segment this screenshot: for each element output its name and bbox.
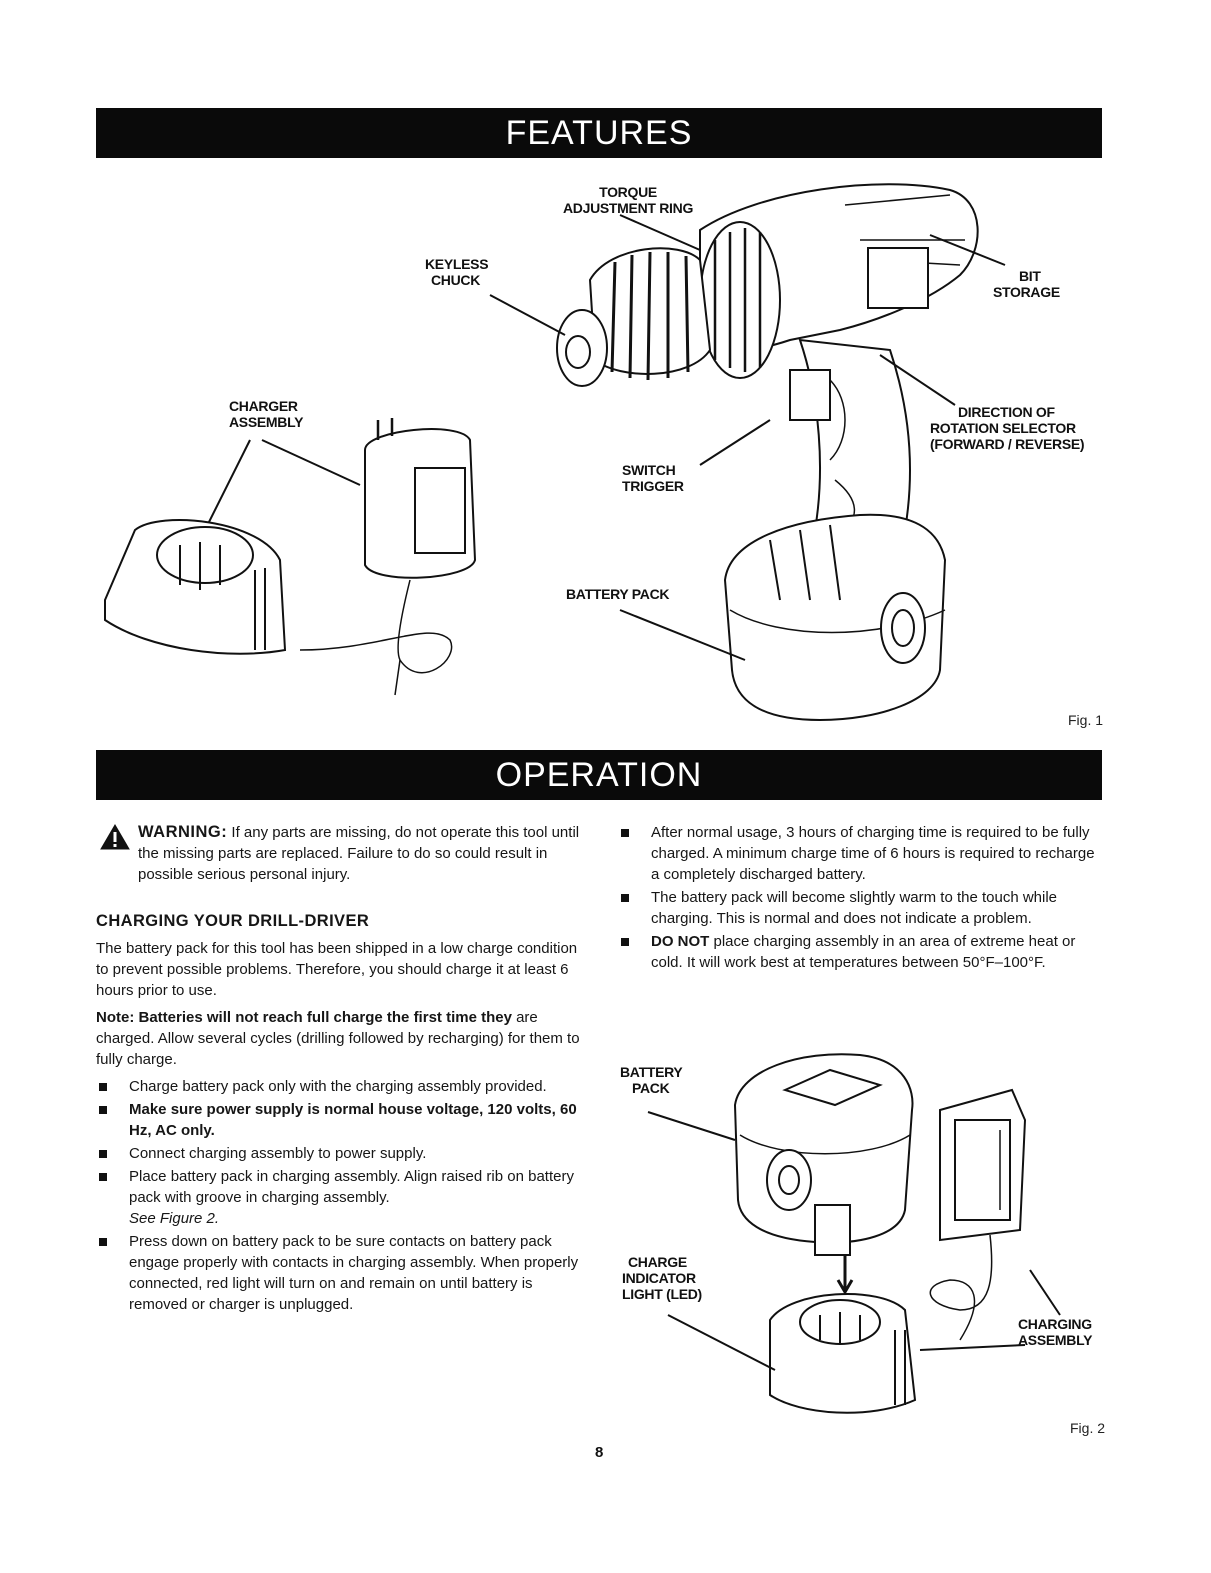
square-bullet-icon (99, 1083, 107, 1091)
list-item: The battery pack will become slightly wa… (618, 887, 1103, 929)
drill-illustration (0, 0, 1211, 760)
list-item: Charge battery pack only with the chargi… (96, 1076, 586, 1097)
right-bullet-list: After normal usage, 3 hours of charging … (618, 822, 1103, 973)
label-direction-selector: DIRECTION OF ROTATION SELECTOR (FORWARD … (930, 404, 1085, 452)
list-item: Make sure power supply is normal house v… (96, 1099, 586, 1141)
page-number: 8 (595, 1444, 604, 1461)
list-item: Connect charging assembly to power suppl… (96, 1143, 586, 1164)
operation-banner: OPERATION (96, 750, 1102, 800)
label-battery-pack: BATTERY PACK (566, 586, 670, 602)
square-bullet-icon (99, 1173, 107, 1181)
section-title: CHARGING YOUR DRILL-DRIVER (96, 912, 370, 930)
warning-block: WARNING: If any parts are missing, do no… (96, 822, 586, 885)
square-bullet-icon (99, 1238, 107, 1246)
right-column: After normal usage, 3 hours of charging … (618, 822, 1103, 975)
warning-text: If any parts are missing, do not operate… (138, 824, 580, 883)
note-paragraph: Note: Batteries will not reach full char… (96, 1009, 580, 1068)
fig1-label: Fig. 1 (1068, 712, 1104, 728)
features-banner: FEATURES (96, 108, 1102, 158)
list-item: Press down on battery pack to be sure co… (96, 1231, 586, 1315)
warning-triangle-icon (100, 824, 130, 850)
square-bullet-icon (621, 938, 629, 946)
square-bullet-icon (99, 1150, 107, 1158)
square-bullet-icon (99, 1106, 107, 1114)
square-bullet-icon (621, 829, 629, 837)
left-bullet-list: Charge battery pack only with the chargi… (96, 1076, 586, 1315)
left-column: WARNING: If any parts are missing, do no… (96, 822, 586, 1317)
warning-word: WARNING: (138, 823, 228, 841)
square-bullet-icon (621, 894, 629, 902)
list-item: Place battery pack in charging assembly.… (96, 1166, 586, 1229)
fig2-label: Fig. 2 (1070, 1420, 1106, 1436)
list-item: DO NOT place charging assembly in an are… (618, 931, 1103, 973)
list-item: After normal usage, 3 hours of charging … (618, 822, 1103, 885)
intro-paragraph: The battery pack for this tool has been … (96, 940, 578, 999)
label-charge-indicator: CHARGE INDICATOR LIGHT (LED) (622, 1254, 702, 1302)
